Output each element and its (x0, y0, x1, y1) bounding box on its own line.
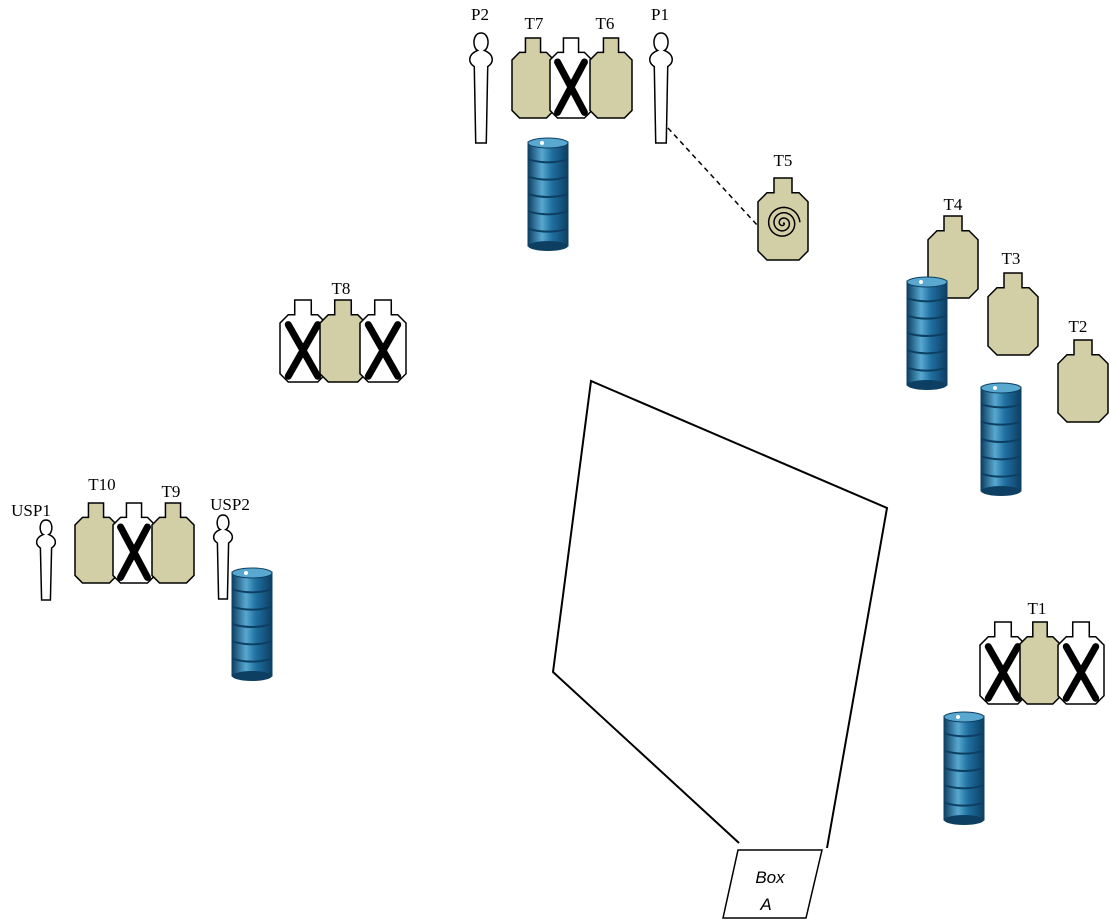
shoot-target-t8 (319, 299, 367, 383)
no-shoot-target-t8-right (359, 299, 407, 383)
label-t4: T4 (944, 195, 963, 214)
barrel-right-upper (906, 276, 948, 390)
label-usp2: USP2 (210, 495, 250, 514)
label-t10: T10 (88, 475, 115, 494)
label-usp1: USP1 (11, 501, 51, 520)
shoot-target-t9 (151, 502, 195, 584)
label-t2: T2 (1069, 317, 1088, 336)
box-a: Box A (722, 849, 823, 919)
label-p1: P1 (651, 5, 669, 24)
no-shoot-target-t8-left (279, 299, 327, 383)
label-t6: T6 (596, 14, 615, 33)
popper-p1 (649, 32, 673, 144)
popper-p2 (469, 32, 493, 144)
label-t7: T7 (525, 14, 544, 33)
label-t9: T9 (162, 482, 181, 501)
no-shoot-target-t1-right (1057, 621, 1105, 705)
no-shoot-target-left-array (112, 502, 156, 584)
shoot-target-t6 (589, 37, 633, 119)
popper-usp2 (212, 514, 234, 600)
popper-usp1 (35, 519, 57, 601)
barrel-left (231, 567, 273, 681)
barrel-top (527, 137, 569, 251)
shoot-target-t4 (927, 215, 979, 299)
shoot-target-t3 (987, 272, 1039, 356)
label-t8: T8 (332, 279, 351, 298)
activation-cable (667, 127, 759, 227)
box-label-line1: Box (755, 868, 785, 887)
shoot-target-t10 (74, 502, 118, 584)
no-shoot-target-t1-left (979, 621, 1027, 705)
label-p2: P2 (471, 5, 489, 24)
label-t3: T3 (1002, 249, 1021, 268)
barrel-bottom-right (943, 711, 985, 825)
shoot-target-t2 (1057, 339, 1109, 423)
shoot-target-t1 (1019, 621, 1061, 705)
shooting-area-boundary (551, 379, 889, 849)
barrel-right-lower (980, 382, 1022, 496)
shoot-target-t7 (511, 37, 555, 119)
stage-props (35, 32, 1109, 825)
label-t5: T5 (774, 151, 793, 170)
label-t1: T1 (1028, 599, 1047, 618)
swinger-target-t5 (757, 177, 809, 261)
box-label-line2: A (759, 895, 771, 914)
no-shoot-target-top (549, 37, 593, 119)
